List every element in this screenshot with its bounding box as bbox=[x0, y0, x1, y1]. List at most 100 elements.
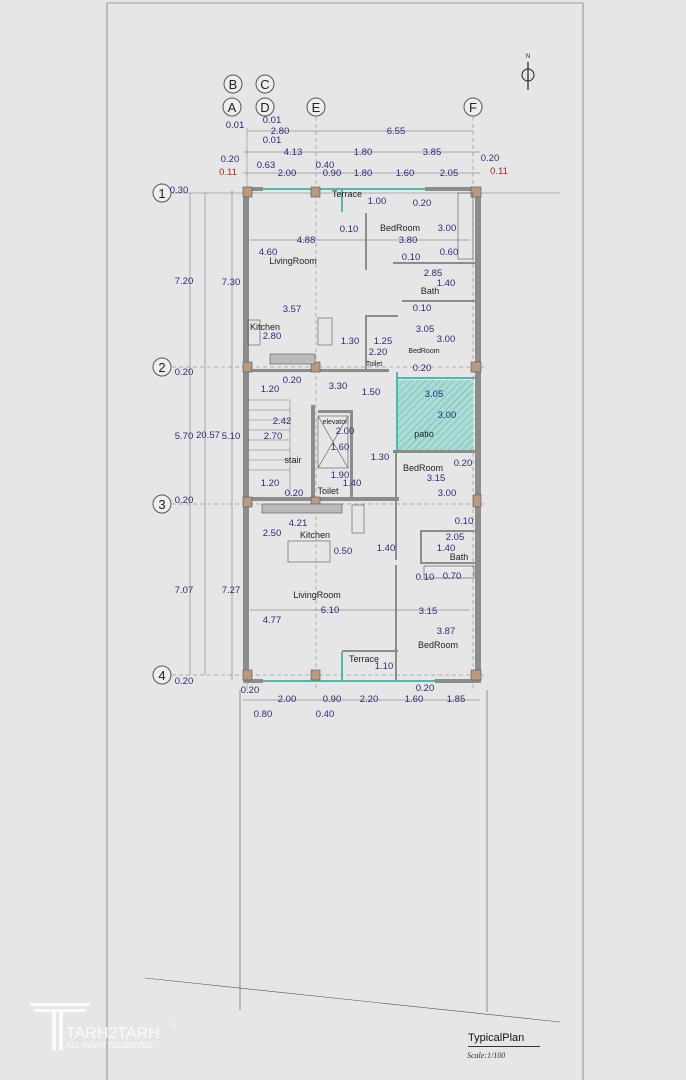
dimension-label: 3.00 bbox=[438, 410, 457, 421]
dimension-label: 2.80 bbox=[263, 331, 282, 342]
dimension-label: 0.01 bbox=[263, 115, 282, 126]
dimension-label: 4.88 bbox=[297, 235, 316, 246]
dimension-label: 2.00 bbox=[278, 694, 297, 705]
room-label: BedRoom bbox=[403, 463, 443, 473]
dimension-label: 3.87 bbox=[437, 626, 456, 637]
room-label: Toilet bbox=[317, 486, 339, 496]
dimension-label: 7.30 bbox=[222, 277, 241, 288]
dimension-label: 1.25 bbox=[374, 336, 393, 347]
dimension-label: 3.00 bbox=[438, 488, 457, 499]
dimension-label: 0.20 bbox=[416, 683, 435, 694]
svg-text:F: F bbox=[469, 100, 477, 115]
dimension-label: 5.10 bbox=[222, 431, 241, 442]
dimension-label: 2.05 bbox=[440, 168, 459, 179]
dimension-label: 0.10 bbox=[455, 516, 474, 527]
grid-lines bbox=[172, 117, 560, 690]
room-label: Kitchen bbox=[250, 322, 280, 332]
room-label: Terrace bbox=[349, 654, 379, 664]
dimension-label: 1.20 bbox=[261, 478, 280, 489]
dimension-label: 2.42 bbox=[273, 416, 292, 427]
dimension-label: 0.11 bbox=[219, 167, 237, 178]
dimension-label: 1.40 bbox=[437, 278, 456, 289]
dimension-label: 4.60 bbox=[259, 247, 278, 258]
svg-text:2: 2 bbox=[158, 360, 165, 375]
dimension-label: 1.30 bbox=[341, 336, 360, 347]
dimension-label: 1.20 bbox=[261, 384, 280, 395]
dimension-label: 1.10 bbox=[375, 661, 394, 672]
dimension-label: 3.00 bbox=[438, 223, 457, 234]
dimension-label: 1.00 bbox=[368, 196, 387, 207]
dimension-label: 0.20 bbox=[175, 495, 194, 506]
dimension-label: 5.70 bbox=[175, 431, 194, 442]
dimension-label: 2.20 bbox=[369, 347, 388, 358]
room-label: BedRoom bbox=[408, 348, 439, 355]
svg-text:TARH2TARH: TARH2TARH bbox=[66, 1025, 160, 1042]
drawing-title: TypicalPlan bbox=[468, 1032, 540, 1047]
grid-bubble-3: 3 bbox=[152, 494, 172, 514]
dimension-label: 4.77 bbox=[263, 615, 282, 626]
sheet-frame bbox=[106, 2, 584, 1080]
dimension-lines bbox=[189, 130, 480, 701]
dimension-label: 2.05 bbox=[446, 532, 465, 543]
dimension-label: 2.85 bbox=[424, 268, 443, 279]
dimension-label: 1.50 bbox=[362, 387, 381, 398]
dimension-label: 3.15 bbox=[419, 606, 438, 617]
grid-bubble-d: D bbox=[255, 97, 275, 117]
room-label: BedRoom bbox=[380, 223, 420, 233]
dimension-label: 1.40 bbox=[343, 478, 362, 489]
room-label: elevator bbox=[323, 419, 349, 426]
dimension-label: 3.05 bbox=[416, 324, 435, 335]
room-label: Bath bbox=[421, 286, 440, 296]
room-labels: TerraceBedRoomLivingRoomBathKitchenBedRo… bbox=[250, 189, 468, 664]
dimension-label: 0.63 bbox=[257, 160, 276, 171]
dimension-label: 0.20 bbox=[283, 375, 302, 386]
dimension-label: 0.30 bbox=[170, 185, 189, 196]
dimension-label: 0.01 bbox=[263, 135, 282, 146]
dimension-label: 3.80 bbox=[399, 235, 418, 246]
dimension-label: 0.11 bbox=[490, 166, 508, 177]
svg-text:ALL RIGHT RESERVED: ALL RIGHT RESERVED bbox=[66, 1041, 153, 1050]
dimension-label: 3.05 bbox=[425, 389, 444, 400]
dimension-label: 0.70 bbox=[443, 571, 462, 582]
dimension-label: 0.20 bbox=[221, 154, 240, 165]
grid-bubble-f: F bbox=[463, 97, 483, 117]
dimension-label: 7.07 bbox=[175, 585, 194, 596]
dimension-label: 0.20 bbox=[454, 458, 473, 469]
dimension-label: 6.55 bbox=[387, 126, 406, 137]
dimension-label: 3.57 bbox=[283, 304, 302, 315]
drawing-scale: Scale:1/100 bbox=[467, 1051, 506, 1060]
dimension-label: 1.80 bbox=[354, 147, 373, 158]
dimension-label: 7.27 bbox=[222, 585, 241, 596]
stair-treads bbox=[249, 399, 291, 495]
dimension-label: 1.60 bbox=[405, 694, 424, 705]
dimension-label: 0.60 bbox=[440, 247, 459, 258]
dimension-label: 0.01 bbox=[226, 120, 245, 131]
dimension-label: 3.30 bbox=[329, 381, 348, 392]
svg-text:N: N bbox=[526, 54, 530, 60]
dimension-label: 20.57 bbox=[196, 430, 220, 441]
grid-bubble-2: 2 bbox=[152, 357, 172, 377]
grid-bubbles: B C A D E F 1 2 3 4 bbox=[152, 74, 483, 685]
room-label: BedRoom bbox=[418, 640, 458, 650]
dimension-label: 0.20 bbox=[285, 488, 304, 499]
grid-bubble-b: B bbox=[223, 74, 243, 94]
dimension-label: 1.90 bbox=[331, 470, 350, 481]
svg-text:C: C bbox=[260, 77, 269, 92]
dimension-label: 4.21 bbox=[289, 518, 308, 529]
grid-bubble-4: 4 bbox=[152, 665, 172, 685]
dimension-label: 0.20 bbox=[175, 367, 194, 378]
svg-text:4: 4 bbox=[158, 668, 165, 683]
dimension-label: 2.50 bbox=[263, 528, 282, 539]
dimension-label: 0.20 bbox=[413, 198, 432, 209]
svg-text:A: A bbox=[228, 100, 237, 115]
grid-bubble-e: E bbox=[306, 97, 326, 117]
room-label: patio bbox=[414, 429, 434, 439]
dimension-label: 1.60 bbox=[331, 442, 350, 453]
svg-text:B: B bbox=[229, 77, 238, 92]
dimension-label: 3.00 bbox=[437, 334, 456, 345]
dimension-label: 0.40 bbox=[316, 160, 335, 171]
svg-text:1: 1 bbox=[158, 186, 165, 201]
room-label: stair bbox=[284, 455, 301, 465]
